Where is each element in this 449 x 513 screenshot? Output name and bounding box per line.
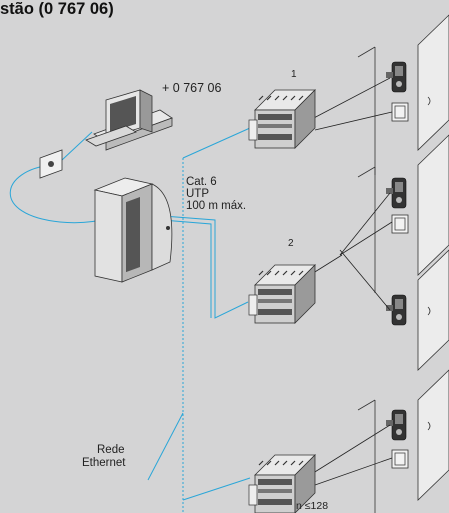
- computer-workstation: [85, 89, 173, 151]
- unit-2-number: 2: [288, 238, 294, 249]
- controller-unit-1: [248, 89, 316, 149]
- card-reader-4: [385, 409, 407, 441]
- unit-1-number: 1: [291, 69, 297, 80]
- door-panel-4: [357, 369, 449, 513]
- keypad-1: [391, 102, 409, 122]
- network-label-line2: Ethernet: [82, 457, 126, 469]
- cable-utp-label: UTP: [186, 188, 209, 200]
- cable-length-label: 100 m máx.: [186, 200, 247, 212]
- network-label-line1: Rede: [97, 444, 125, 456]
- door-panel-3: [417, 249, 449, 371]
- card-reader-1: [385, 61, 407, 93]
- diagram-title: stão (0 767 06): [0, 0, 114, 18]
- door-panel-1: [357, 14, 449, 175]
- keypad-2: [391, 214, 409, 234]
- card-reader-2: [385, 177, 407, 209]
- wall-socket: [39, 149, 63, 179]
- module-reference-label: + 0 767 06: [162, 81, 222, 95]
- network-rack: [93, 177, 173, 283]
- keypad-4: [391, 449, 409, 469]
- door-panel-2: [357, 134, 449, 293]
- cable-type-label: Cat. 6: [186, 176, 217, 188]
- reader-wiring: [309, 77, 393, 486]
- max-units-label: n ≤128: [296, 500, 329, 512]
- controller-unit-2: [248, 264, 316, 324]
- card-reader-3: [385, 294, 407, 326]
